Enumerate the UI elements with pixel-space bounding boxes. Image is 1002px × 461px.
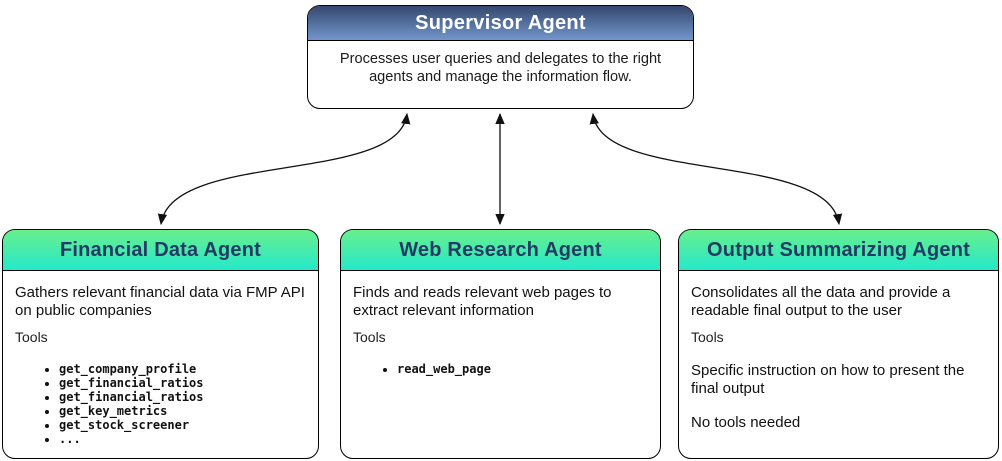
web-research-agent-node: Web Research Agent Finds and reads relev…: [340, 229, 661, 459]
financial-data-agent-node: Financial Data Agent Gathers relevant fi…: [2, 229, 319, 459]
supervisor-agent-description: Processes user queries and delegates to …: [339, 51, 662, 85]
tool-item: ...: [59, 432, 305, 446]
financial-data-agent-description: Gathers relevant financial data via FMP …: [15, 284, 305, 319]
arrow-supervisor-output: [589, 112, 843, 226]
output-summarizing-agent-title: Output Summarizing Agent: [707, 238, 970, 261]
output-summarizing-agent-body: Consolidates all the data and provide a …: [679, 271, 998, 432]
tool-list: read_web_page: [353, 362, 647, 376]
supervisor-agent-node: Supervisor Agent Processes user queries …: [307, 5, 694, 109]
tools-label: Tools: [15, 329, 48, 345]
tool-item: get_company_profile: [59, 362, 305, 376]
web-research-agent-header: Web Research Agent: [341, 230, 660, 271]
agent-note: No tools needed: [691, 414, 801, 431]
output-summarizing-agent-description: Consolidates all the data and provide a …: [691, 284, 951, 319]
tools-label: Tools: [691, 329, 724, 345]
tools-label: Tools: [353, 329, 386, 345]
tool-item: get_financial_ratios: [59, 376, 305, 390]
financial-data-agent-header: Financial Data Agent: [3, 230, 318, 271]
arrow-supervisor-financial: [157, 112, 411, 226]
output-summarizing-agent-node: Output Summarizing Agent Consolidates al…: [678, 229, 999, 459]
web-research-agent-body: Finds and reads relevant web pages to ex…: [341, 271, 660, 376]
tool-item: get_financial_ratios: [59, 390, 305, 404]
output-summarizing-agent-header: Output Summarizing Agent: [679, 230, 998, 271]
supervisor-agent-header: Supervisor Agent: [308, 6, 693, 41]
financial-data-agent-body: Gathers relevant financial data via FMP …: [3, 271, 318, 446]
supervisor-agent-title: Supervisor Agent: [415, 11, 586, 34]
agent-note: Specific instruction on how to present t…: [691, 362, 965, 397]
web-research-agent-title: Web Research Agent: [399, 238, 602, 261]
tool-list: get_company_profile get_financial_ratios…: [15, 362, 305, 446]
tool-item: read_web_page: [397, 362, 647, 376]
web-research-agent-description: Finds and reads relevant web pages to ex…: [353, 284, 612, 319]
financial-data-agent-title: Financial Data Agent: [59, 238, 262, 261]
tool-item: get_stock_screener: [59, 418, 305, 432]
tool-item: get_key_metrics: [59, 404, 305, 418]
